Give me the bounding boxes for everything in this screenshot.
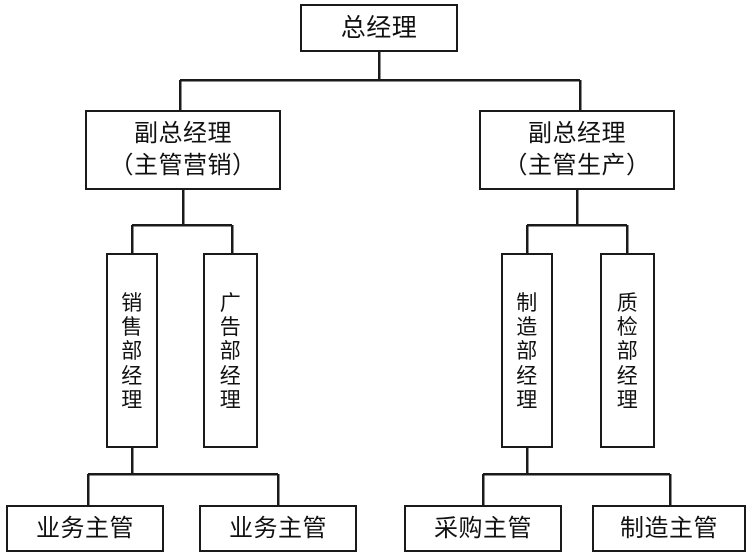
connector-marketing-to-depts bbox=[130, 190, 234, 253]
node-manufacturing-dept-manager-char-1: 制 bbox=[516, 290, 538, 315]
node-general-manager[interactable]: 总经理 bbox=[300, 4, 458, 52]
node-deputy-production-line-1: 副总经理 bbox=[528, 119, 626, 148]
node-quality-dept-manager-char-4: 经 bbox=[616, 363, 639, 388]
node-quality-dept-manager-text: 质 检 部 经 理 bbox=[617, 291, 639, 413]
node-sales-supervisor-2[interactable]: 业务主管 bbox=[199, 505, 357, 552]
node-ad-dept-manager-char-4: 经 bbox=[219, 363, 242, 388]
node-sales-dept-manager-char-3: 部 bbox=[121, 339, 143, 364]
node-quality-dept-manager[interactable]: 质 检 部 经 理 bbox=[600, 253, 655, 448]
node-sales-dept-manager-char-4: 经 bbox=[121, 363, 143, 388]
node-quality-dept-manager-char-3: 部 bbox=[616, 339, 639, 364]
connector-gm-to-deputies bbox=[178, 52, 582, 110]
node-deputy-production-line-2: （主管生产） bbox=[503, 151, 651, 179]
node-ad-dept-manager-char-5: 理 bbox=[219, 388, 242, 413]
node-manufacturing-dept-manager-text: 制 造 部 经 理 bbox=[516, 291, 538, 413]
node-sales-dept-manager[interactable]: 销 售 部 经 理 bbox=[106, 253, 158, 448]
node-purchasing-supervisor[interactable]: 采购主管 bbox=[404, 505, 562, 552]
node-sales-dept-manager-char-1: 销 bbox=[121, 290, 143, 315]
node-purchasing-supervisor-line-1: 采购主管 bbox=[434, 514, 532, 543]
node-general-manager-line-1: 总经理 bbox=[340, 13, 418, 43]
node-deputy-marketing-line-2: （主管营销） bbox=[109, 151, 257, 179]
node-sales-dept-manager-char-5: 理 bbox=[121, 388, 143, 413]
node-deputy-marketing[interactable]: 副总经理 （主管营销） bbox=[85, 110, 281, 190]
connector-sales-to-supervisors bbox=[86, 448, 280, 505]
node-quality-dept-manager-char-2: 检 bbox=[616, 314, 639, 339]
node-manufacturing-supervisor[interactable]: 制造主管 bbox=[592, 505, 746, 552]
connector-manufacturing-to-supervisors bbox=[481, 448, 672, 505]
node-sales-dept-manager-char-2: 售 bbox=[121, 314, 143, 339]
connector-production-to-depts bbox=[525, 190, 629, 253]
node-manufacturing-dept-manager-char-5: 理 bbox=[516, 388, 538, 413]
node-sales-supervisor-1-line-1: 业务主管 bbox=[36, 514, 134, 543]
node-deputy-marketing-line-1: 副总经理 bbox=[134, 119, 232, 148]
node-manufacturing-dept-manager-char-2: 造 bbox=[516, 314, 538, 339]
node-manufacturing-dept-manager-char-4: 经 bbox=[516, 363, 538, 388]
node-manufacturing-dept-manager[interactable]: 制 造 部 经 理 bbox=[501, 253, 553, 448]
node-quality-dept-manager-char-1: 质 bbox=[616, 290, 639, 315]
node-deputy-production[interactable]: 副总经理 （主管生产） bbox=[479, 110, 675, 190]
node-quality-dept-manager-char-5: 理 bbox=[616, 388, 639, 413]
node-sales-supervisor-2-line-1: 业务主管 bbox=[229, 514, 327, 543]
node-ad-dept-manager-text: 广 告 部 经 理 bbox=[220, 291, 242, 413]
node-sales-dept-manager-text: 销 售 部 经 理 bbox=[121, 291, 143, 413]
node-manufacturing-dept-manager-char-3: 部 bbox=[516, 339, 538, 364]
node-ad-dept-manager-char-3: 部 bbox=[219, 339, 242, 364]
node-manufacturing-supervisor-line-1: 制造主管 bbox=[620, 514, 718, 543]
node-ad-dept-manager[interactable]: 广 告 部 经 理 bbox=[203, 253, 258, 448]
node-ad-dept-manager-char-1: 广 bbox=[219, 290, 242, 315]
node-sales-supervisor-1[interactable]: 业务主管 bbox=[6, 505, 164, 552]
node-ad-dept-manager-char-2: 告 bbox=[219, 314, 242, 339]
